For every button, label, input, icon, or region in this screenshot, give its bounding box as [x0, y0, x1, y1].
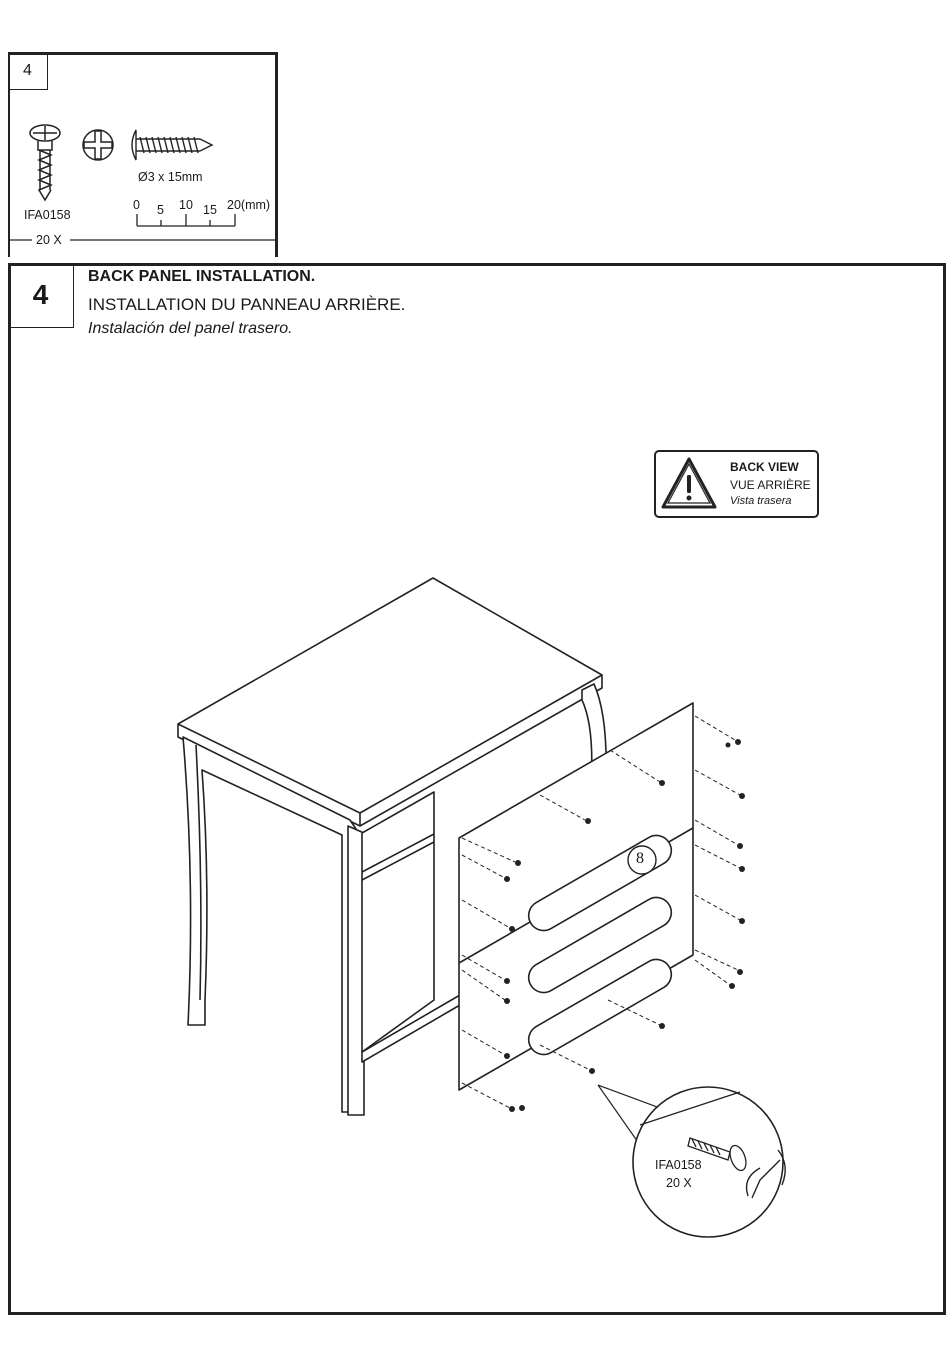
panel-label: 8 — [636, 850, 644, 868]
callout-quantity: 20 X — [666, 1176, 692, 1190]
callout-part-code: IFA0158 — [655, 1158, 702, 1172]
